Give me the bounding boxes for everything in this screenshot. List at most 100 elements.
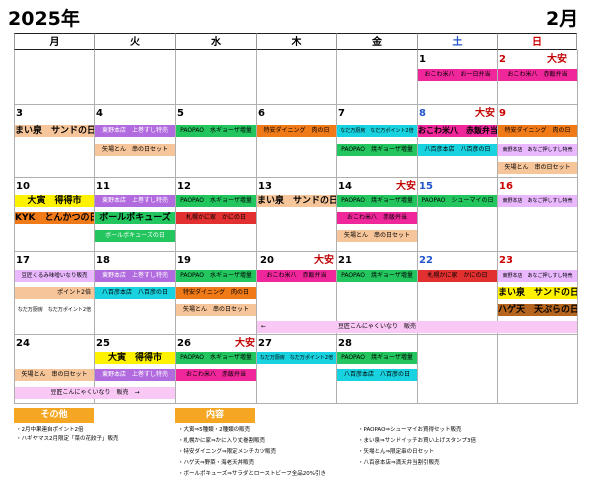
event-toyohon-anago[interactable]: 東野本店 あなご押しすし特売 (498, 144, 577, 156)
event-nadaman[interactable]: なだ万厨房 なだ万ポイント2倍 (257, 352, 336, 364)
weekday-sun: 日 (497, 33, 577, 50)
day-number[interactable]: 22 (419, 255, 433, 266)
note-item: ・PAOPAO⇒シューマイお買得セット販売 (358, 427, 462, 433)
event-paopao-shumai[interactable]: PAOPAO シューマイの日 (418, 195, 497, 207)
event-kani[interactable]: 札幌かに家 かにの日 (176, 212, 256, 224)
day-number[interactable]: 8 (419, 108, 426, 119)
day-number[interactable]: 27 (258, 338, 272, 349)
event-yaba[interactable]: 矢場とん 串の日セット (176, 304, 256, 316)
event-toyohon[interactable]: 東野本店 上巻すし特売 (95, 195, 175, 207)
event-paopao-yaki[interactable]: PAOPAO 焼ギョーザ増量 (337, 144, 417, 156)
event-nadaman[interactable]: なだ万厨房 なだ万ポイント2倍 (337, 125, 417, 137)
event-otoku[interactable]: 大寅 得得市 (15, 195, 94, 207)
grid-line (94, 50, 95, 404)
event-hachi[interactable]: 八百彦本店 八百彦の日 (418, 144, 497, 156)
day-number[interactable]: 13 (258, 181, 272, 192)
grid-line (417, 50, 418, 404)
day-number[interactable]: 19 (177, 255, 191, 266)
event-ballpoke[interactable]: ボールポキューズ (95, 212, 175, 224)
grid-line (14, 403, 577, 404)
taian-tag: 大安 (396, 181, 416, 192)
day-number[interactable]: 28 (338, 338, 352, 349)
day-number[interactable]: 9 (499, 108, 506, 119)
event-yaba[interactable]: 矢場とん 串の日セット (337, 230, 417, 242)
event-point2[interactable]: ポイント2倍 (15, 287, 94, 299)
event-kani[interactable]: 札幌かに家 かにの日 (418, 270, 497, 282)
event-paopao[interactable]: PAOPAO 水ギョーザ増量 (176, 352, 256, 364)
event-hachi[interactable]: 八百彦本店 八百彦の日 (337, 369, 417, 381)
day-number[interactable]: 4 (96, 108, 103, 119)
event-kyk[interactable]: KYK とんかつの日 (15, 212, 94, 224)
day-number[interactable]: 7 (338, 108, 345, 119)
event-kurumi[interactable]: 豆匠くるみ味噌いなり販売 (15, 270, 94, 282)
event-konnyaku[interactable]: 豆匠こんにゃくいなり 販売 → (15, 387, 175, 399)
day-number[interactable]: 24 (16, 338, 30, 349)
day-number[interactable]: 20 (260, 255, 274, 266)
note-item: ・大寅⇒5種類・2種類の販売 (178, 427, 251, 433)
event-ballpoke-day[interactable]: ボールポキューズの日 (95, 230, 175, 242)
event-maiizumi[interactable]: まい泉 サンドの日 (498, 287, 577, 299)
day-number[interactable]: 10 (16, 181, 30, 192)
event-paopao-yaki[interactable]: PAOPAO 焼ギョーザ増量 (337, 195, 417, 207)
day-number[interactable]: 3 (16, 108, 23, 119)
grid-line (14, 50, 15, 404)
taian-tag: 大安 (314, 255, 334, 266)
event-konnyaku-range[interactable]: ← 豆匠こんにゃくいなり 販売 (257, 321, 577, 333)
grid-line (175, 50, 176, 404)
event-yaba[interactable]: 矢場とん 串の日セット (15, 369, 94, 381)
grid-line (336, 50, 337, 404)
event-okowa[interactable]: おこわ米八 お一日弁当 (418, 69, 497, 81)
event-tokusen[interactable]: 特安ダイニング 肉の日 (498, 125, 577, 137)
event-paopao[interactable]: PAOPAO 水ギョーザ増量 (176, 125, 256, 137)
event-tokusen[interactable]: 特安ダイニング 肉の日 (257, 125, 336, 137)
event-maiizumi[interactable]: まい泉 サンドの日 (15, 125, 94, 137)
event-paopao-yaki[interactable]: PAOPAO 焼ギョーザ増量 (337, 270, 417, 282)
grid-line (14, 104, 577, 105)
event-tokusen[interactable]: 特安ダイニング 肉の日 (176, 287, 256, 299)
event-yaba[interactable]: 矢場とん 串の日セット (95, 144, 175, 156)
taian-tag: 大安 (547, 54, 567, 65)
day-number[interactable]: 23 (499, 255, 513, 266)
event-okowa[interactable]: おこわ米八 赤飯弁当 (498, 69, 577, 81)
day-number[interactable]: 21 (338, 255, 352, 266)
day-number[interactable]: 2 (499, 54, 506, 65)
event-hachi[interactable]: 八百彦本店 八百彦の日 (95, 287, 175, 299)
event-paopao[interactable]: PAOPAO 水ギョーザ増量 (176, 270, 256, 282)
event-paopao-yaki[interactable]: PAOPAO 焼ギョーザ増量 (337, 352, 417, 364)
note-item: ・ハギヤマス2月限定「菜の花餃子」販売 (16, 436, 119, 442)
day-number[interactable]: 1 (419, 54, 426, 65)
event-toyohon-anago[interactable]: 東野本店 あなご押しすし特売 (498, 270, 577, 282)
event-okowa[interactable]: おこわ米八 赤飯弁当 (257, 270, 336, 282)
event-hageten[interactable]: ハゲ天 天ぷらの日 (498, 304, 577, 316)
event-nadaman[interactable]: なだ万厨房 なだ万ポイント2倍 (15, 304, 94, 316)
event-okowa[interactable]: おこわ米八 赤飯弁当 (176, 369, 256, 381)
event-maiizumi[interactable]: まい泉 サンドの日 (257, 195, 336, 207)
event-okowa[interactable]: おこわ米八 赤飯弁当 (418, 125, 497, 137)
day-number[interactable]: 17 (16, 255, 30, 266)
section-sonota: その他 (14, 408, 94, 423)
day-number[interactable]: 14 (338, 181, 352, 192)
event-toyohon-anago[interactable]: 東野本店 あなご押しすし特売 (498, 195, 577, 207)
grid-line (14, 177, 577, 178)
event-otoku[interactable]: 大寅 得得市 (95, 352, 175, 364)
note-item: ・八百彦本店⇒満天弁当割引販売 (358, 460, 440, 466)
day-number[interactable]: 12 (177, 181, 191, 192)
event-toyohon[interactable]: 東野本店 上巻すし特売 (95, 125, 175, 137)
day-number[interactable]: 16 (499, 181, 513, 192)
weekday-sat: 土 (417, 33, 497, 50)
day-number[interactable]: 15 (419, 181, 433, 192)
day-number[interactable]: 11 (96, 181, 110, 192)
day-number[interactable]: 26 (177, 338, 191, 349)
day-number[interactable]: 5 (177, 108, 184, 119)
event-okowa[interactable]: おこわ米八 赤飯弁当 (337, 212, 417, 224)
note-item: ・ハゲ天⇒野菜・海老天丼販売 (178, 460, 255, 466)
event-paopao[interactable]: PAOPAO 水ギョーザ増量 (176, 195, 256, 207)
day-number[interactable]: 6 (258, 108, 265, 119)
day-number[interactable]: 25 (96, 338, 110, 349)
event-toyohon[interactable]: 東野本店 上巻すし特売 (95, 369, 175, 381)
grid-line (14, 334, 577, 335)
event-toyohon[interactable]: 東野本店 上巻すし特売 (95, 270, 175, 282)
day-number[interactable]: 18 (96, 255, 110, 266)
event-yaba[interactable]: 矢場とん 串の日セット (498, 162, 577, 174)
weekday-mon: 月 (14, 33, 94, 50)
